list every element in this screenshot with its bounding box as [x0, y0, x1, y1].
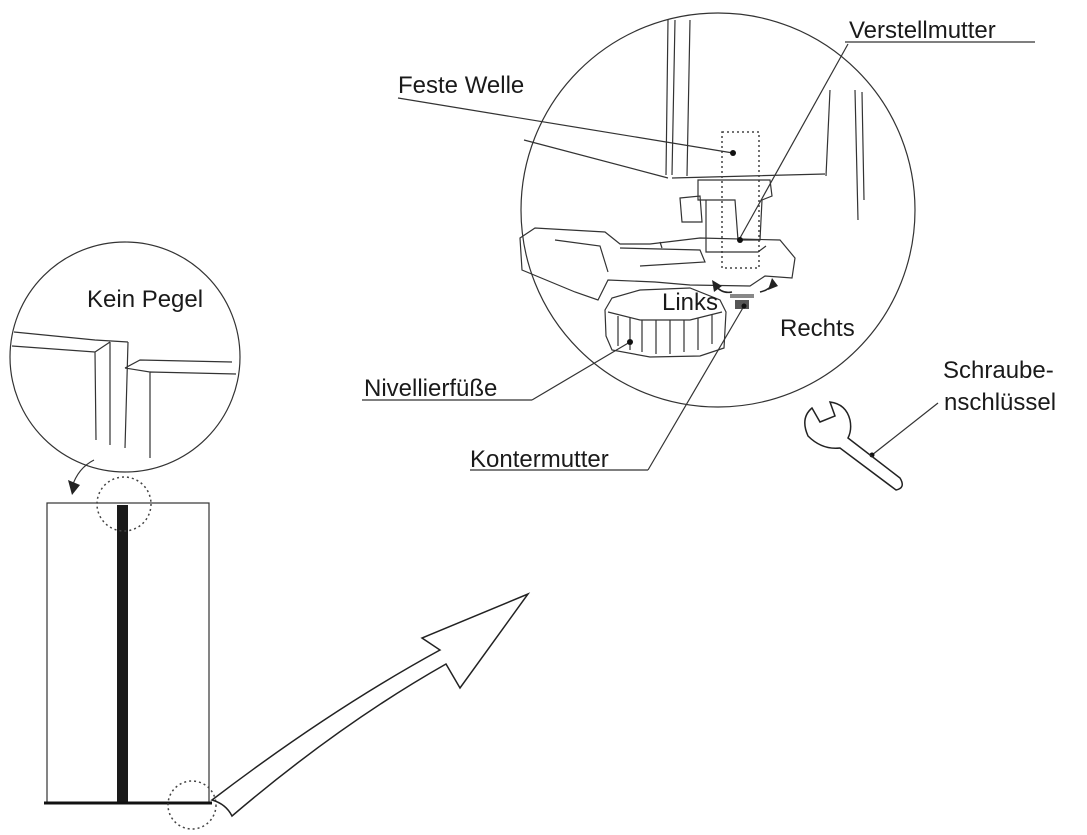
- label-feste-welle: Feste Welle: [398, 72, 524, 99]
- foot-detail: [519, 12, 916, 408]
- label-schraubenschluessel-2: nschlüssel: [944, 389, 1056, 416]
- leader-lines: [362, 41, 1035, 471]
- foot-highlight: [167, 780, 217, 830]
- no-level-detail: [9, 241, 241, 495]
- fridge-front-view: [44, 502, 212, 805]
- label-schraubenschluessel-1: Schraube-: [943, 357, 1054, 384]
- label-kein-pegel: Kein Pegel: [87, 286, 203, 313]
- label-links: Links: [662, 289, 718, 316]
- label-rechts: Rechts: [780, 315, 855, 342]
- label-nivellierfusse: Nivellierfüße: [364, 375, 497, 402]
- wrench-icon: [804, 401, 903, 491]
- top-gap-highlight: [96, 476, 152, 532]
- label-verstellmutter: Verstellmutter: [849, 17, 996, 44]
- curved-arrow-icon: [210, 592, 531, 818]
- label-kontermutter: Kontermutter: [470, 446, 609, 473]
